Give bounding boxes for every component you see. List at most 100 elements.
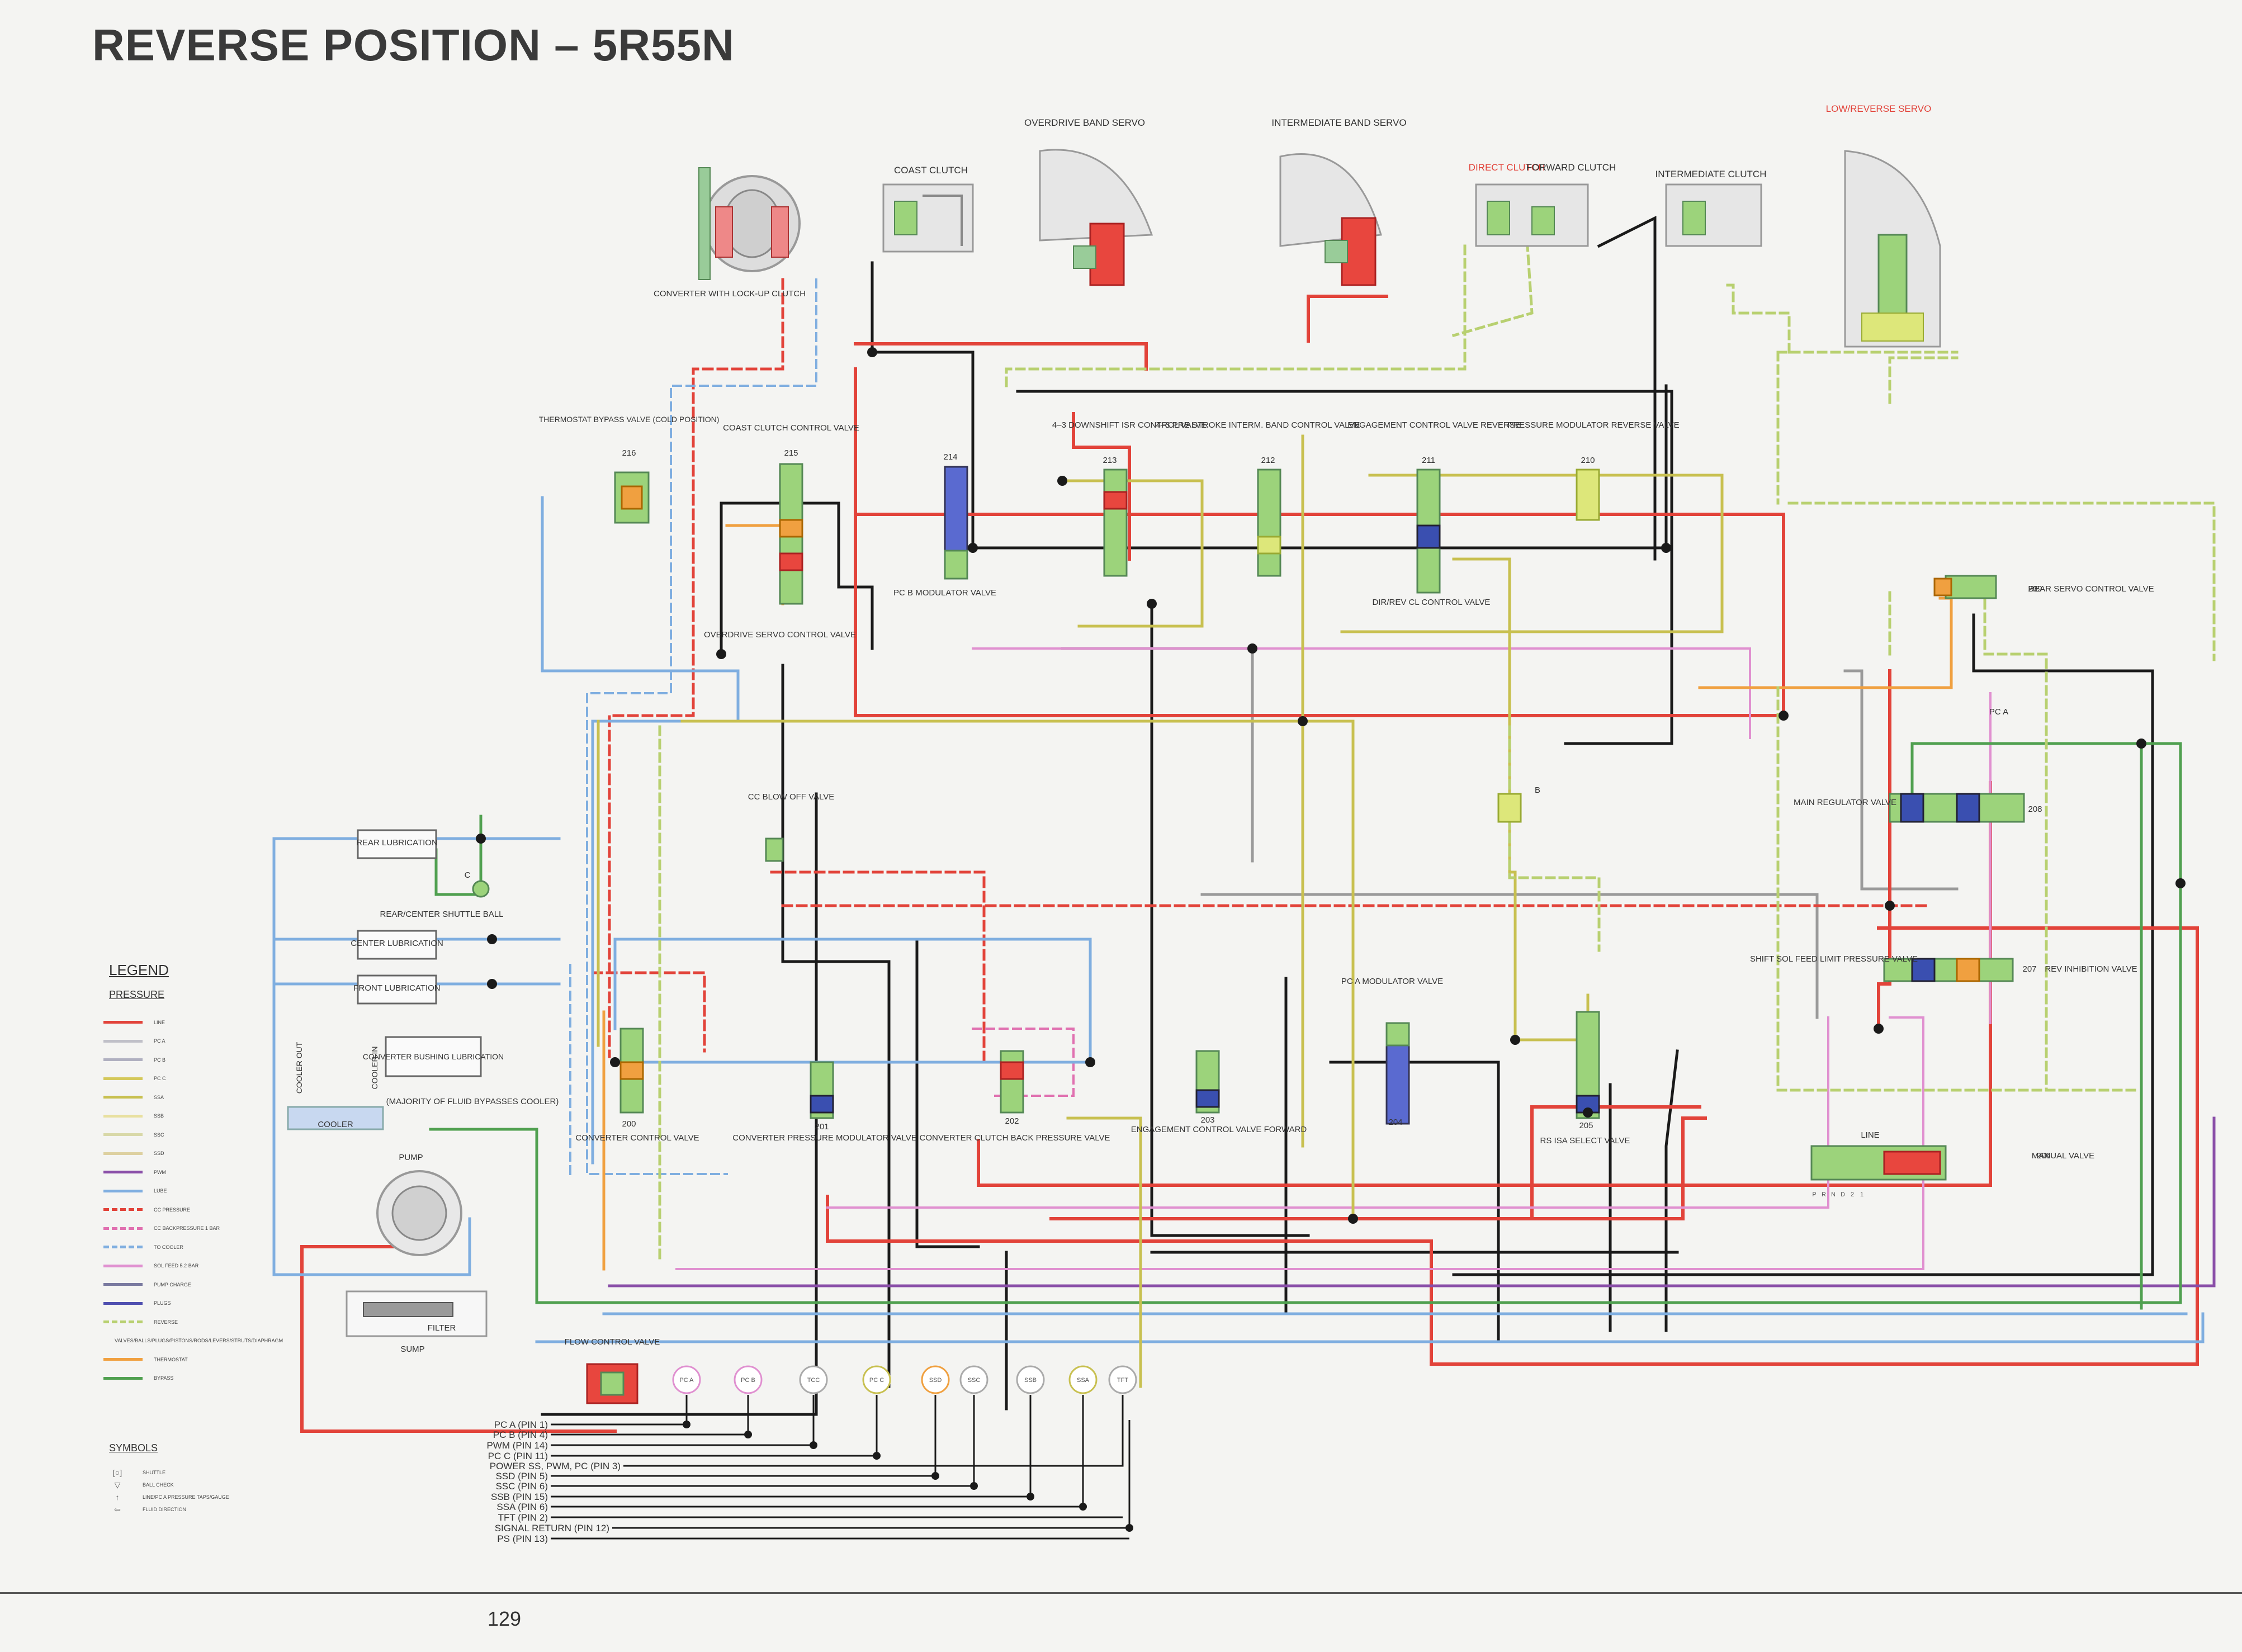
valve-213 [1103, 468, 1128, 577]
legend-swatch [103, 1077, 143, 1080]
label-converter-pressure-modulator: CONVERTER PRESSURE MODULATOR VALVE [732, 1133, 917, 1143]
line-pressure [1530, 1105, 1701, 1220]
legend-swatch [103, 1246, 143, 1249]
symbol-item: ⇦FLUID DIRECTION [103, 1503, 249, 1516]
label-shift-sol-feed: SHIFT SOL FEED LIMIT PRESSURE VALVE [1750, 954, 1918, 964]
black-line [1452, 613, 2154, 1276]
legend-item-label: PLUGS [154, 1300, 171, 1307]
legend-swatch [103, 1283, 143, 1286]
flow-control-valve [586, 1363, 638, 1404]
manual-position: N [1831, 1191, 1836, 1198]
label-sump: SUMP [400, 1345, 424, 1354]
grey-line [1200, 893, 1819, 1019]
manual-position: 1 [1860, 1191, 1863, 1198]
page-number: 129 [488, 1607, 522, 1630]
symbol-item: [○]SHUTTLE [103, 1466, 249, 1479]
pin-label: SSA (PIN 6) [496, 1502, 548, 1512]
line-pressure [1430, 926, 2199, 1366]
legend-item: PUMP CHARGE [103, 1275, 249, 1294]
legend-swatch [103, 1227, 143, 1230]
legend-item: PC C [103, 1069, 249, 1088]
thermostat-line [725, 524, 784, 605]
label-overdrive-servo-control: OVERDRIVE SERVO CONTROL VALVE [704, 630, 856, 640]
symbol-item: ▽BALL CHECK [103, 1479, 249, 1491]
label-flow-control: FLOW CONTROL VALVE [565, 1337, 660, 1347]
pin-label: POWER SS, PWM, PC (PIN 3) [490, 1461, 621, 1471]
label-thermostat-bypass: THERMOSTAT BYPASS VALVE (COLD POSITION) [539, 415, 720, 424]
label-downshift-isr: 4–3 DOWNSHIFT ISR CONTROL VALVE [1052, 420, 1207, 430]
black-line [1005, 1061, 1500, 1343]
legend-swatch [103, 1264, 143, 1267]
label-converter-clutch-back: CONVERTER CLUTCH BACK PRESSURE VALVE [920, 1133, 1110, 1143]
legend-item: SSB [103, 1107, 249, 1126]
legend-item-label: TO COOLER [154, 1244, 183, 1250]
legend-item: VALVES/BALLS/PLUGS/PISTONS/RODS/LEVERS/S… [103, 1332, 283, 1351]
direct-forward-clutch-assembly [1475, 183, 1589, 247]
low-reverse-servo-assembly [1844, 150, 1941, 348]
pin-label: PC A (PIN 1) [494, 1419, 548, 1430]
label-engagement-reverse: ENGAGEMENT CONTROL VALVE REVERSE [1347, 420, 1521, 430]
black-line [1016, 390, 1673, 745]
valve-number: 213 [1103, 456, 1117, 465]
label-line: LINE [1861, 1130, 1879, 1140]
valve-number: 203 [1200, 1115, 1214, 1125]
sol-feed-line [675, 1016, 1924, 1270]
valve-number: 215 [784, 448, 798, 458]
black-line [1597, 215, 1657, 561]
reverse-line [1983, 585, 2048, 1092]
black-line [720, 501, 874, 656]
valve-number: 208 [2028, 804, 2042, 814]
cc-pressure-line [770, 870, 986, 1064]
legend-item: BYPASS [103, 1369, 249, 1388]
pin-label: SIGNAL RETURN (PIN 12) [495, 1523, 609, 1533]
symbol-item-label: BALL CHECK [143, 1482, 174, 1488]
valve-208 [1889, 793, 2025, 823]
converter-bushing-box [385, 1036, 482, 1077]
label-coast-clutch: COAST CLUTCH [894, 165, 968, 176]
valve-214 [944, 466, 968, 580]
label-direct-clutch: DIRECT CLUTCH [1469, 162, 1545, 173]
sensor-ssb [1016, 1365, 1045, 1394]
label-low-reverse-servo: LOW/REVERSE SERVO [1826, 103, 1932, 114]
reverse-line [1888, 356, 1959, 404]
to-cooler-line [586, 278, 817, 1175]
label-front-lubrication: FRONT LUBRICATION [353, 983, 440, 993]
sensor-label: SSB [1024, 1377, 1037, 1384]
valve-203 [1195, 1050, 1220, 1114]
reverse-line [1720, 283, 1791, 354]
sensor-label: PC A [679, 1377, 694, 1384]
manual-position: D [1841, 1191, 1845, 1198]
label-cc-blow-off: CC BLOW OFF VALVE [748, 792, 834, 802]
label-converter-control: CONVERTER CONTROL VALVE [575, 1133, 699, 1143]
legend-swatch [103, 1208, 143, 1211]
label-converter-bushing: CONVERTER BUSHING LUBRICATION [363, 1052, 504, 1061]
valve-number: 209 [2028, 584, 2042, 594]
valve-200 [619, 1028, 644, 1114]
legend-item: PC A [103, 1032, 249, 1051]
valve-212 [1257, 468, 1281, 577]
lube-line [535, 1312, 2205, 1343]
sensor-label: SSC [968, 1377, 981, 1384]
reverse-line [1451, 228, 1534, 338]
legend-swatch [103, 1133, 143, 1137]
label-cooler: COOLER [318, 1120, 353, 1129]
valve-201 [810, 1061, 834, 1119]
symbol-icon: [○] [112, 1468, 122, 1477]
symbol-item-label: LINE/PC A PRESSURE TAPS/GAUGE [143, 1494, 229, 1500]
legend-swatch [103, 1058, 143, 1062]
symbol-icon: ⇦ [114, 1504, 121, 1514]
pin-label: SSC (PIN 6) [495, 1481, 548, 1492]
valve-number: 212 [1261, 456, 1275, 465]
legend-item-label: REVERSE [154, 1319, 178, 1325]
label-engagement-forward: ENGAGEMENT CONTROL VALVE FORWARD [1131, 1125, 1307, 1134]
bypass-line [535, 742, 2182, 1304]
legend-swatch [103, 1114, 143, 1118]
legend-swatch [103, 1152, 143, 1155]
reverse-line [1787, 501, 2216, 661]
legend-swatch [103, 1358, 143, 1361]
legend-item: SSC [103, 1125, 249, 1144]
legend-swatch [103, 1376, 143, 1380]
legend-item-label: PC A [154, 1038, 165, 1044]
symbol-rows: [○]SHUTTLE▽BALL CHECK↑LINE/PC A PRESSURE… [103, 1466, 249, 1516]
label-converter: CONVERTER WITH LOCK-UP CLUTCH [654, 289, 806, 299]
